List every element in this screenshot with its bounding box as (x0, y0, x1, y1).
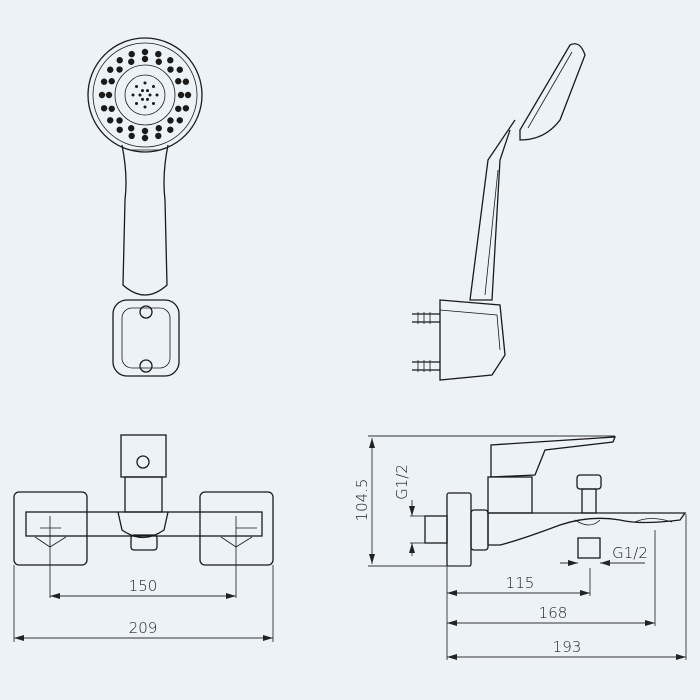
center-nozzle (151, 101, 155, 105)
nozzle (177, 91, 185, 99)
center-nozzle (131, 93, 135, 97)
nozzle (175, 78, 182, 85)
dimension-193: 193 (553, 638, 582, 656)
center-nozzle (155, 93, 159, 97)
nozzle (167, 57, 174, 64)
dimension-209: 209 (129, 619, 158, 637)
center-nozzle (143, 105, 147, 109)
center-nozzle (146, 89, 149, 93)
nozzle (155, 50, 162, 58)
nozzle (107, 66, 114, 73)
nozzle (141, 127, 149, 135)
center-nozzle (146, 97, 149, 101)
center-nozzle (138, 93, 142, 97)
hand-shower-front-view (87, 37, 203, 377)
nozzle (128, 58, 135, 65)
hand-shower-side-view (412, 43, 586, 381)
front-dimensions: 150 209 (13, 565, 274, 642)
dimension-168: 168 (539, 604, 568, 622)
nozzle (141, 48, 149, 56)
nozzle (107, 117, 114, 124)
nozzle (184, 91, 192, 99)
nozzle (100, 78, 108, 85)
dimension-150: 150 (129, 577, 158, 595)
dimension-outlet-g1-2: G1/2 (612, 544, 648, 562)
nozzle (128, 50, 135, 58)
nozzle (98, 91, 106, 99)
nozzle (167, 66, 174, 73)
nozzle (105, 91, 113, 99)
nozzle (108, 78, 115, 85)
center-nozzle (135, 85, 139, 89)
nozzle (141, 55, 149, 63)
nozzle (182, 78, 190, 85)
nozzle (100, 105, 108, 112)
mixer-front-view (13, 434, 274, 598)
nozzle (182, 105, 190, 112)
center-nozzle (148, 93, 152, 97)
nozzle (175, 105, 182, 112)
dimension-115: 115 (506, 574, 535, 592)
nozzle (128, 125, 135, 132)
nozzle (176, 66, 183, 73)
nozzle (116, 57, 123, 64)
nozzle (116, 126, 123, 133)
nozzle (108, 105, 115, 112)
mixer-side-view (424, 436, 687, 567)
center-nozzle (141, 97, 144, 101)
nozzle (141, 134, 149, 142)
center-nozzle (151, 85, 155, 89)
nozzle (155, 132, 162, 140)
dimension-104-5: 104.5 (353, 479, 371, 522)
nozzle (116, 117, 123, 124)
nozzle (176, 117, 183, 124)
center-nozzle (135, 101, 139, 105)
center-nozzle (143, 81, 147, 85)
nozzle (155, 125, 162, 132)
nozzle (167, 126, 174, 133)
nozzle (116, 66, 123, 73)
nozzle (128, 132, 135, 140)
center-nozzle (141, 89, 144, 93)
nozzle (155, 58, 162, 65)
nozzle (167, 117, 174, 124)
dimension-inlet-g1-2: G1/2 (393, 464, 411, 500)
side-dimensions: 104.5 G1/2 G1/2 115 168 193 (353, 435, 687, 660)
